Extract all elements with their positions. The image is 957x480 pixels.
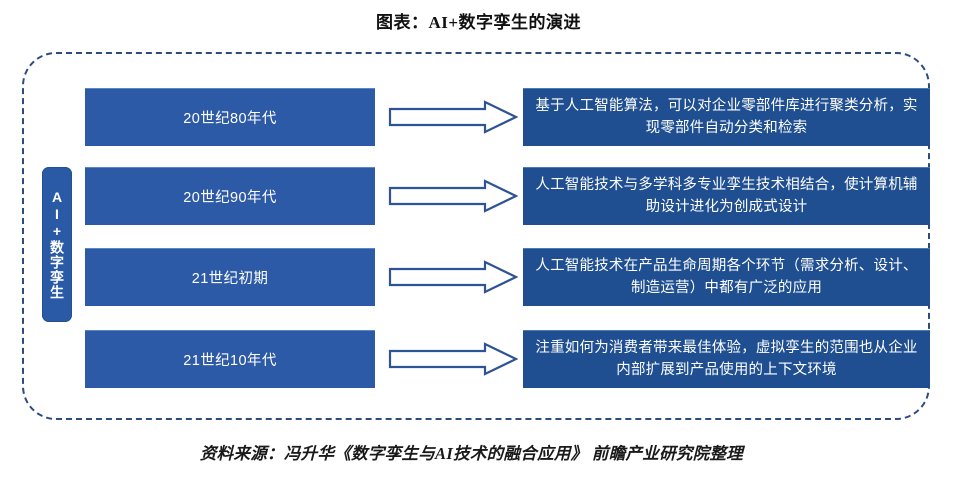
era-label: 20世纪90年代 [183,190,277,206]
timeline-row: 20世纪90年代 人工智能技术与多学科多专业孪生技术相结合，使计算机辅助设计进化… [0,167,957,225]
description-box: 人工智能技术在产品生命周期各个环节（需求分析、设计、制造运营）中都有广泛的应用 [523,248,930,306]
era-label: 21世纪初期 [191,271,269,287]
right-arrow-icon [388,179,518,213]
description-box: 注重如何为消费者带来最佳体验，虚拟孪生的范围也从企业内部扩展到产品使用的上下文环… [523,330,930,388]
description-box: 基于人工智能算法，可以对企业零部件库进行聚类分析，实现零部件自动分类和检索 [523,88,930,146]
right-arrow-icon [388,342,518,376]
era-label: 20世纪80年代 [183,111,277,127]
era-box: 20世纪80年代 [85,88,375,146]
era-label: 21世纪10年代 [183,353,277,369]
timeline-row: 21世纪10年代 注重如何为消费者带来最佳体验，虚拟孪生的范围也从企业内部扩展到… [0,330,957,388]
timeline-row: 20世纪80年代 基于人工智能算法，可以对企业零部件库进行聚类分析，实现零部件自… [0,88,957,146]
category-tab-label: AI+数字孪生 [49,189,65,300]
era-box: 20世纪90年代 [85,167,375,225]
description-box: 人工智能技术与多学科多专业孪生技术相结合，使计算机辅助设计进化为创成式设计 [523,167,930,225]
description-text: 人工智能技术与多学科多专业孪生技术相结合，使计算机辅助设计进化为创成式设计 [535,176,918,215]
right-arrow-icon [388,100,518,134]
page-title: 图表：AI+数字孪生的演进 [375,13,582,32]
timeline-row: 21世纪初期 人工智能技术在产品生命周期各个环节（需求分析、设计、制造运营）中都… [0,248,957,306]
era-box: 21世纪初期 [85,248,375,306]
description-text: 注重如何为消费者带来最佳体验，虚拟孪生的范围也从企业内部扩展到产品使用的上下文环… [535,339,918,378]
era-box: 21世纪10年代 [85,330,375,388]
category-tab-ai-digital-twin: AI+数字孪生 [42,167,72,322]
right-arrow-icon [388,260,518,294]
description-text: 基于人工智能算法，可以对企业零部件库进行聚类分析，实现零部件自动分类和检索 [535,97,918,136]
source-note: 资料来源：冯升华《数字孪生与AI技术的融合应用》 前瞻产业研究院整理 [199,444,744,463]
description-text: 人工智能技术在产品生命周期各个环节（需求分析、设计、制造运营）中都有广泛的应用 [535,257,918,296]
